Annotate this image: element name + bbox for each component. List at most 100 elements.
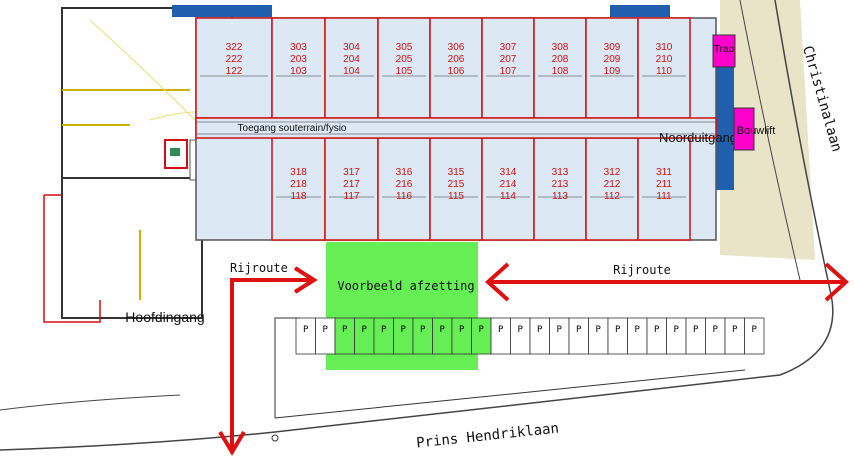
room-box [195,17,273,119]
room-number: 309 [604,42,621,53]
stair-block [712,34,736,68]
parking-bay: P [334,317,355,355]
red-outline [43,195,101,323]
parking-bay-label: P [654,325,660,335]
room-box [481,17,535,119]
parking-bay-box [412,317,433,355]
parking-bay-label: P [713,325,719,335]
room-number: 109 [604,66,621,77]
room-number: 104 [343,66,360,77]
parking-bay-label: P [557,325,563,335]
room-number: 322 [226,42,243,53]
parking-bay-label: P [440,325,446,335]
room-number: 206 [448,54,465,65]
parking-bay: P [529,317,550,355]
parking-bay: P [549,317,570,355]
parking-bay: P [354,317,375,355]
parking-bay-label: P [537,325,543,335]
parking-bay: P [588,317,609,355]
room-number: 311 [656,167,672,178]
parking-bay-box [627,317,648,355]
parking-bay-label: P [362,325,368,335]
parking-bay: P [744,317,765,355]
parking-bay: P [451,317,472,355]
room-box [637,17,691,119]
room-number: 209 [604,54,621,65]
room-number: 215 [448,179,465,190]
corridor [195,117,717,139]
parking-bay-box [685,317,706,355]
room-number: 117 [344,191,360,202]
parking-bay-label: P [518,325,524,335]
room-number: 308 [552,42,569,53]
parking-bay-box [529,317,550,355]
room-box [533,137,587,241]
parking-bay-box [373,317,394,355]
room-number: 211 [656,179,672,190]
main-entrance-label: Hoofdingang [125,309,204,325]
parking-bay-label: P [498,325,504,335]
blue-strip [610,5,670,17]
parking-bay-label: P [635,325,641,335]
parking-bay-box [432,317,453,355]
parking-bay: P [646,317,667,355]
parking-bay-label: P [342,325,348,335]
room-number: 217 [343,179,360,190]
room-number: 118 [291,191,307,202]
parking-bay-label: P [576,325,582,335]
blue-strip [172,5,272,17]
rooms-top-row: 3222221223032031033042041043052051053062… [195,17,691,119]
room-number: 210 [656,54,673,65]
barrier-label: Voorbeeld afzetting [337,279,474,293]
room-box [533,17,587,119]
room-number: 318 [290,167,307,178]
parking-bay-box [393,317,414,355]
parking-bay-box [295,317,316,355]
parking-bay: P [412,317,433,355]
parking-bay-box [744,317,765,355]
parking-bay: P [607,317,628,355]
room-number: 316 [396,167,413,178]
road-south-edge [0,394,181,411]
room-number: 204 [343,54,360,65]
parking-bay: P [724,317,745,355]
stair-marker [170,148,180,156]
north-entrance-label: Noorduitgang [659,130,737,145]
room-box [637,137,691,241]
blue-strip-east [712,60,734,190]
parking-bay: P [490,317,511,355]
room-number: 218 [290,179,307,190]
room-number: 114 [500,191,516,202]
parking-bay: P [685,317,706,355]
room-number: 222 [226,54,243,65]
parking-bay: P [295,317,316,355]
parking-bay-label: P [479,325,485,335]
street-label-south: Prins Hendriklaan [415,421,559,452]
route-arrow-right [485,262,849,302]
room-number: 208 [552,54,569,65]
room-number: 106 [448,66,465,77]
room-number: 122 [226,66,243,77]
room-number: 116 [396,191,412,202]
room-box [271,17,326,119]
parking-bay: P [432,317,453,355]
road-outer-edge [0,0,834,451]
parking-bay-label: P [420,325,426,335]
room-box [429,137,483,241]
room-number: 203 [290,54,307,65]
room-number: 315 [448,167,465,178]
room-number: 213 [552,179,569,190]
